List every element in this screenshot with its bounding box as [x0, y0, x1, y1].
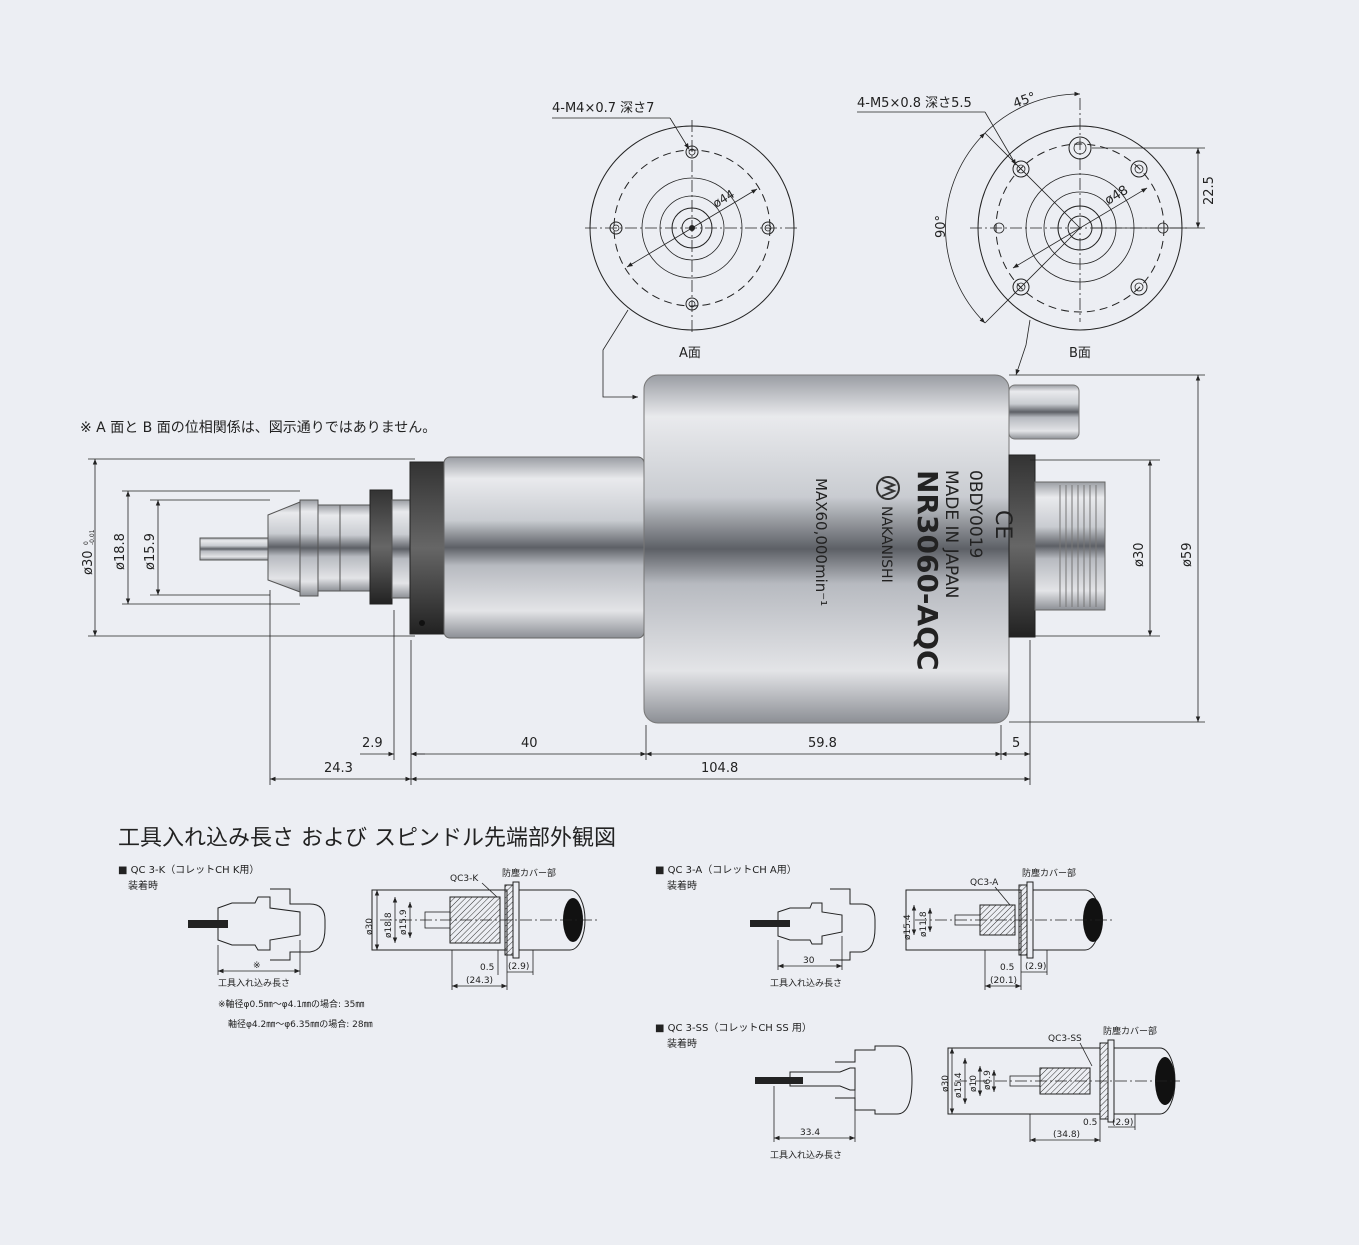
- qc3ss-dim-33-4: 33.4: [800, 1128, 820, 1138]
- spindle-serial: 0BDY0019: [965, 470, 985, 558]
- qc3k-dim-0-5: 0.5: [480, 963, 494, 973]
- qc3k-dim-2-9: (2.9): [508, 962, 529, 972]
- spindle-nose: [443, 456, 645, 639]
- qc3ss-d10: ø10: [969, 1075, 979, 1092]
- qc3ss-cover-label: 防塵カバー部: [1103, 1025, 1157, 1037]
- spindle-photo: NAKANISHI NR3060-AQC MADE IN JAPAN 0BDY0…: [199, 374, 1106, 724]
- svg-text:-0.01: -0.01: [89, 529, 96, 545]
- qc3ss-insert-label: 工具入れ込み長さ: [770, 1150, 842, 1161]
- qc3k-sub: 装着時: [128, 879, 158, 892]
- qc3a-collet-label: QC3-A: [970, 878, 999, 888]
- dim-len-5: 5: [1012, 736, 1020, 751]
- dim-len-24-3: 24.3: [324, 761, 353, 776]
- clamp-ring: [369, 489, 393, 605]
- max-speed: MAX60,000min⁻¹: [812, 478, 830, 606]
- ce-mark-icon: CE: [990, 510, 1015, 539]
- qc3k-d30: ø30: [365, 918, 375, 935]
- qc3k-tool: [188, 920, 228, 928]
- qc3a-cover-label: 防塵カバー部: [1022, 867, 1076, 879]
- qc3a-d15-4: ø15.4: [903, 914, 913, 940]
- dim-d18-8: ø18.8: [113, 533, 128, 570]
- face-b-angle-45: 45°: [1011, 90, 1038, 112]
- qc3ss-detail: ■ QC 3-SS（コレットCH SS 用） 装着時 33.4 工具入れ込み長さ…: [655, 1022, 1180, 1161]
- qc3ss-dim-34-8: (34.8): [1053, 1130, 1080, 1140]
- qc3ss-d6-9: ø6.9: [983, 1070, 993, 1090]
- rear-connector: [1034, 481, 1106, 611]
- qc3a-detail: ■ QC 3-A（コレットCH A用） 装着時 30 工具入れ込み長さ ø15.…: [655, 864, 1115, 990]
- nakanishi-logo-icon: [876, 476, 900, 500]
- qc3k-insert-label: 工具入れ込み長さ: [218, 978, 290, 989]
- qc3ss-d15-4: ø15.4: [954, 1072, 964, 1098]
- face-a-mount-holes: [609, 145, 775, 311]
- qc3k-heading: ■ QC 3-K（コレットCH K用）: [118, 864, 259, 876]
- svg-text:0: 0: [83, 541, 90, 545]
- connector-threads: [1059, 485, 1097, 607]
- main-dimensions: ø30 0 -0.01 ø18.8 ø15.9 ø30 ø59 2.9 40 5…: [81, 374, 1205, 785]
- qc3k-note-1: ※軸径φ0.5㎜〜φ4.1㎜の場合: 35㎜: [218, 998, 364, 1010]
- qc3a-dim-2-9: (2.9): [1025, 962, 1046, 972]
- engraved-labels: NAKANISHI NR3060-AQC MADE IN JAPAN 0BDY0…: [812, 470, 1015, 671]
- qc3k-note-2: 軸径φ4.2㎜〜φ6.35㎜の場合: 28㎜: [228, 1018, 373, 1030]
- qc3ss-d30: ø30: [941, 1075, 951, 1092]
- qc3a-dim-30: 30: [803, 956, 815, 966]
- qc3a-dim-20-1: (20.1): [990, 976, 1017, 986]
- dim-d59: ø59: [1180, 543, 1195, 568]
- qc3ss-dim-0-5: 0.5: [1083, 1118, 1097, 1128]
- face-b-diameter: ø48: [1102, 183, 1131, 208]
- dim-d15-9: ø15.9: [143, 533, 158, 570]
- qc3k-mark: ※: [253, 961, 261, 971]
- face-b-angle-90: 90°: [934, 215, 949, 238]
- phase-note: ※ A 面と B 面の位相関係は、図示通りではありません。: [80, 420, 436, 436]
- face-a-view: ø44 4-M4×0.7 深さ7 A面: [552, 101, 800, 400]
- qc3ss-heading: ■ QC 3-SS（コレットCH SS 用）: [655, 1022, 812, 1034]
- qc3a-dim-0-5: 0.5: [1000, 963, 1014, 973]
- qc3a-heading: ■ QC 3-A（コレットCH A用）: [655, 864, 797, 876]
- svg-text:ø30: ø30: [81, 551, 96, 576]
- front-flange: [409, 461, 445, 635]
- qc3ss-tool: [755, 1077, 803, 1084]
- dim-len-40: 40: [521, 736, 538, 751]
- face-b-offset: 22.5: [1202, 176, 1217, 205]
- dim-d30-rear: ø30: [1132, 543, 1147, 568]
- qc3a-tool: [750, 920, 790, 927]
- face-a-diameter: ø44: [710, 187, 737, 211]
- collet-nut: [299, 499, 319, 597]
- qc3a-d11-8: ø11.8: [919, 911, 929, 937]
- qc3a-sub: 装着時: [667, 879, 697, 892]
- dim-len-2-9: 2.9: [362, 736, 383, 751]
- qc3k-cover-label: 防塵カバー部: [502, 867, 556, 879]
- spindle-origin: MADE IN JAPAN: [941, 470, 961, 599]
- section-title: 工具入れ込み長さ および スピンドル先端部外観図: [118, 826, 616, 851]
- qc3k-detail: ■ QC 3-K（コレットCH K用） 装着時 ※ 工具入れ込み長さ ※軸径φ0…: [118, 864, 600, 1030]
- face-b-label: B面: [1069, 346, 1091, 361]
- dim-len-104-8: 104.8: [701, 761, 738, 776]
- qc3k-d18-8: ø18.8: [384, 912, 394, 938]
- qc3k-dim-24-3: (24.3): [466, 976, 493, 986]
- face-b-hole-label: 4-M5×0.8 深さ5.5: [857, 96, 972, 111]
- air-fitting: [1008, 384, 1080, 440]
- qc3a-insert-label: 工具入れ込み長さ: [770, 978, 842, 989]
- face-b-view: ø48 45° 90° 22.5 4-M5×0.8 深さ5.5 B面: [857, 90, 1217, 376]
- qc3k-d15-9: ø15.9: [399, 909, 409, 935]
- dim-d30-tolerance: ø30 0 -0.01: [81, 529, 96, 575]
- tool-shank: [199, 537, 273, 561]
- qc3ss-dim-2-9: (2.9): [1112, 1118, 1133, 1128]
- qc3k-collet-label: QC3-K: [450, 874, 479, 884]
- face-a-label: A面: [679, 346, 701, 361]
- face-a-hole-label: 4-M4×0.7 深さ7: [552, 101, 654, 116]
- spindle-model: NR3060-AQC: [911, 470, 944, 671]
- face-b-mount-holes: [993, 136, 1169, 296]
- dim-len-59-8: 59.8: [808, 736, 837, 751]
- qc3ss-sub: 装着時: [667, 1037, 697, 1050]
- qc3ss-collet-label: QC3-SS: [1048, 1034, 1082, 1044]
- spindle-brand: NAKANISHI: [878, 506, 894, 583]
